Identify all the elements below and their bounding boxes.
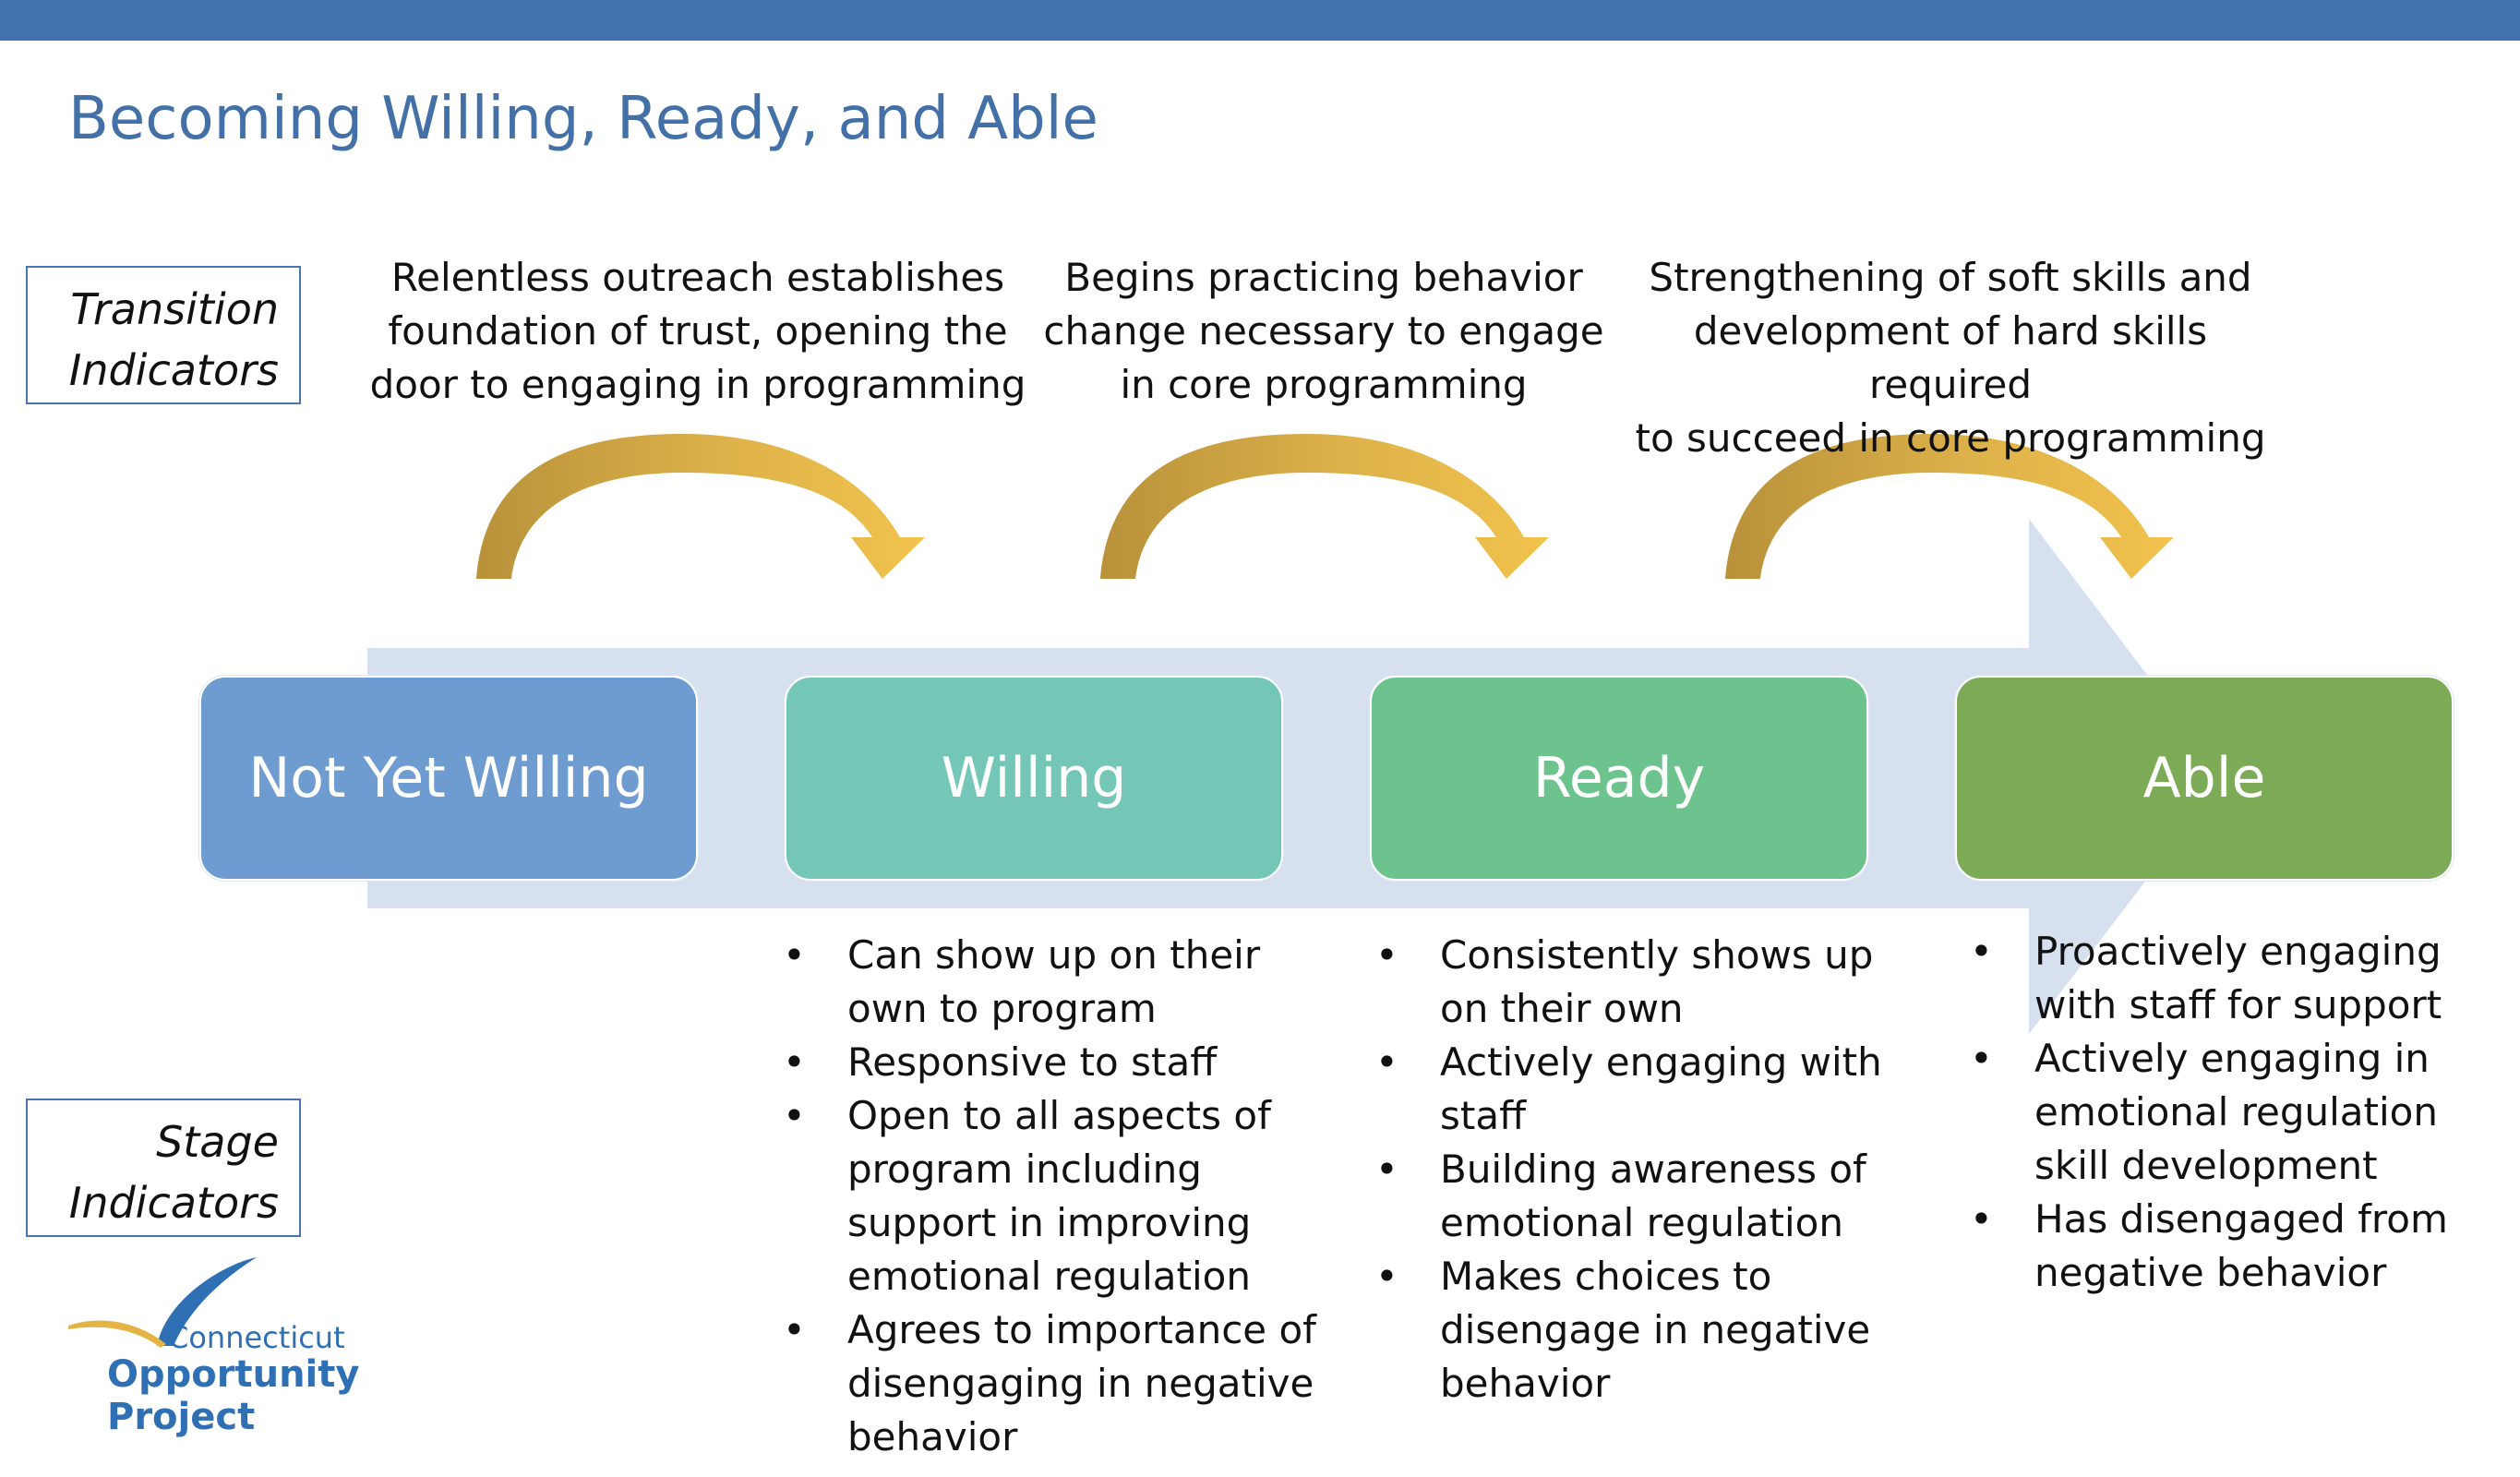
stage-willing: Willing [785, 676, 1283, 881]
text-line: Begins practicing behavior [1064, 255, 1583, 300]
curve-arrow-1 [476, 434, 925, 579]
transition-indicators-label: Transition Indicators [26, 266, 301, 404]
transition-text-3: Strengthening of soft skills and develop… [1618, 251, 2283, 465]
stage-not-yet-willing: Not Yet Willing [199, 676, 698, 881]
curve-arrow-2 [1100, 434, 1549, 579]
label-line: Transition [70, 284, 279, 334]
text-line: Strengthening of soft skills and [1649, 255, 2252, 300]
stage-indicators-label: Stage Indicators [26, 1099, 301, 1237]
text-line: in core programming [1120, 362, 1528, 407]
stage-label: Ready [1532, 746, 1706, 811]
text-line: change necessary to engage [1043, 308, 1604, 354]
logo-swoosh-icon [68, 1257, 257, 1348]
label-line: Indicators [68, 1178, 279, 1228]
big-progress-arrow [367, 519, 2225, 1034]
stage-label: Willing [941, 746, 1127, 811]
text-line: door to engaging in programming [369, 362, 1026, 407]
header-bar [0, 0, 2520, 41]
text-line: foundation of trust, opening the [388, 308, 1008, 354]
organization-logo: Connecticut Opportunity Project [65, 1244, 359, 1447]
logo-text-main: Opportunity Project [107, 1353, 360, 1438]
stage-label: Able [2142, 746, 2266, 811]
label-line: Indicators [68, 345, 279, 395]
text-line: to succeed in core programming [1635, 415, 2266, 461]
text-line: development of hard skills required [1693, 308, 2208, 407]
text-line: Relentless outreach establishes [390, 255, 1005, 300]
list-item: Responsive to staff [783, 1036, 1316, 1089]
stage-able: Able [1955, 676, 2454, 881]
label-line: Stage [156, 1117, 279, 1167]
slide-title: Becoming Willing, Ready, and Able [68, 85, 1098, 153]
stage-ready: Ready [1370, 676, 1868, 881]
curve-arrow-3 [1725, 434, 2174, 579]
stage-label: Not Yet Willing [248, 746, 649, 811]
logo-text-connecticut: Connecticut [168, 1320, 345, 1355]
transition-text-2: Begins practicing behavior change necess… [991, 251, 1656, 412]
transition-text-1: Relentless outreach establishes foundati… [366, 251, 1030, 412]
